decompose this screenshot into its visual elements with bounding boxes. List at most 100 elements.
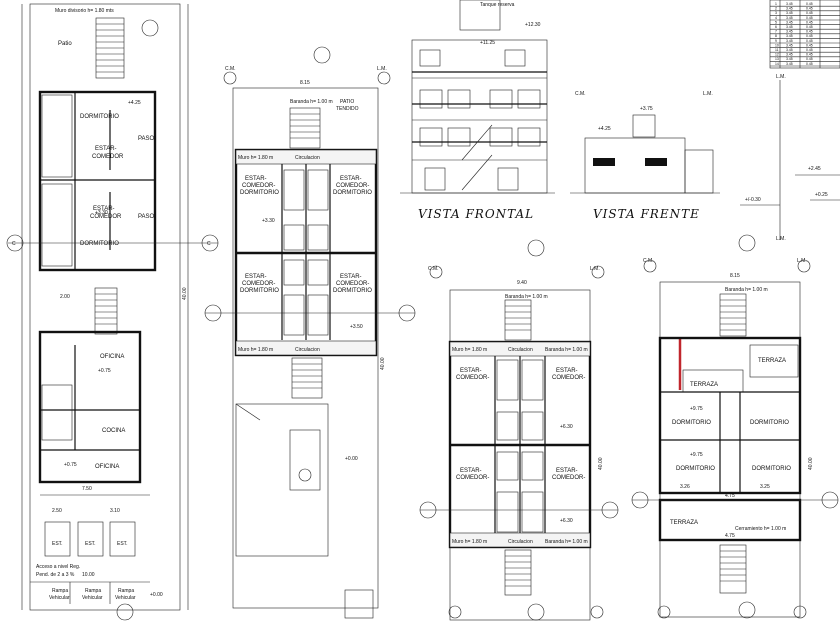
label-rampa-3: Rampa: [118, 588, 134, 594]
plan-planta-alta-3: C.M. L.M. 8.15 Baranda h= 1.00 m TERRAZA…: [631, 234, 839, 619]
label-ecd-5a: ESTAR-: [460, 368, 482, 374]
label-ecd-4c: DORMITORIO: [333, 288, 372, 294]
table-cell-rows-1: 2: [775, 7, 777, 11]
label-ecd-3b: COMEDOR-: [242, 281, 275, 287]
label-oficina-1: OFICINA: [100, 354, 124, 360]
label-baranda-2: Baranda h= 1.00 m: [505, 294, 548, 300]
table-cell-rows-9: 10: [775, 43, 779, 47]
table-cell-col_b-11: 0.45: [806, 53, 813, 57]
label-vehicular-2: Vehicular: [82, 595, 103, 601]
table-cell-col_a-5: 3.45: [786, 25, 793, 29]
label-paso-1: PASO: [138, 136, 155, 142]
dim-750-a: 7.50: [82, 486, 92, 492]
label-baranda-1: Baranda h= 1.00 m: [290, 99, 333, 105]
label-circulacion-4: Circulacion: [508, 539, 533, 545]
label-dormitorio-5: DORMITORIO: [676, 466, 715, 472]
level-p025: +0.25: [815, 192, 828, 198]
label-ecd-1c: DORMITORIO: [240, 190, 279, 196]
label-baranda-5: Baranda h= 1.00 m: [725, 287, 768, 293]
table-cell-col_a-9: 3.45: [786, 43, 793, 47]
table-cell-col_a-1: 3.45: [786, 7, 793, 11]
label-ecd-6b: COMEDOR-: [552, 375, 585, 381]
table-cell-col_b-8: 0.45: [806, 39, 813, 43]
table-cell-col_b-6: 0.45: [806, 30, 813, 34]
label-estar-2: ESTAR-: [93, 206, 115, 212]
table-cell-col_a-12: 3.45: [786, 57, 793, 61]
label-dormitorio-6: DORMITORIO: [752, 466, 791, 472]
stair-top-right: [719, 293, 747, 337]
dim-475-a: 4.75: [725, 493, 735, 499]
label-cocina: COCINA: [102, 428, 125, 434]
label-dormitorio-2: DORMITORIO: [80, 241, 119, 247]
label-rampa-2: Rampa: [85, 588, 101, 594]
table-cell-rows-2: 3: [775, 11, 777, 15]
table-cell-col_b-5: 0.45: [806, 25, 813, 29]
table-cell-col_b-10: 0.45: [806, 48, 813, 52]
label-cerramiento: Cerramiento h= 1.00 m: [735, 526, 786, 532]
axis-lm-3: L.M.: [776, 74, 786, 80]
label-oficina-2: OFICINA: [95, 464, 119, 470]
axis-cm-3: C.M.: [428, 266, 439, 272]
label-ecd-5b: COMEDOR-: [456, 375, 489, 381]
label-patio-tendido: PATIO: [340, 99, 354, 105]
plan-planta-alta-2: C.M. L.M. 9.40 Baranda h= 1.00 m Circula…: [419, 239, 619, 621]
level-p330-a: +3.30: [95, 210, 108, 216]
vista-frente: C.M. L.M. +3.75 +4.25 VISTA FRENTE: [570, 91, 720, 221]
dim-940-a: 9.40: [517, 280, 527, 286]
label-muro-4: Muro h= 1.80 m: [452, 539, 487, 545]
table-cell-col_b-12: 0.45: [806, 57, 813, 61]
label-comedor-1: COMEDOR: [92, 154, 124, 160]
axis-lm-2: L.M.: [703, 91, 713, 97]
label-rampa-1: Rampa: [52, 588, 68, 594]
label-est-1: EST.: [52, 541, 63, 547]
label-ecd-4a: ESTAR-: [340, 274, 362, 280]
table-cell-rows-5: 6: [775, 25, 777, 29]
table-cell-col_a-7: 3.45: [786, 34, 793, 38]
label-circulacion-1: Circulacion: [295, 155, 320, 161]
table-cell-col_b-13: 0.45: [806, 62, 813, 66]
table-cell-rows-3: 4: [775, 16, 777, 20]
dim-4000-a: 40.00: [182, 287, 188, 300]
table-cell-col_a-3: 3.45: [786, 16, 793, 20]
axis-lm-1: L.M.: [377, 66, 387, 72]
table-cell-rows-12: 13: [775, 57, 779, 61]
level-p375: +3.75: [640, 106, 653, 112]
label-muro-3: Muro h= 1.80 m: [452, 347, 487, 353]
level-p975-a: +9.75: [690, 406, 703, 412]
title-vista-frente: VISTA FRENTE: [593, 207, 700, 221]
table-cell-rows-11: 12: [775, 53, 779, 57]
level-p630-b: +6.30: [560, 518, 573, 524]
axis-lm-6: L.M.: [797, 258, 807, 264]
vista-frontal: Tanque reserva +12.30 +11.25 VISTA FRONT…: [400, 0, 555, 221]
table-cell-rows-0: 1: [775, 2, 777, 6]
table-cell-col_a-2: 3.45: [786, 11, 793, 15]
label-ecd-6a: ESTAR-: [556, 368, 578, 374]
table-cell-col_a-6: 3.45: [786, 30, 793, 34]
table-cell-col_b-9: 0.45: [806, 43, 813, 47]
label-ecd-2c: DORMITORIO: [333, 190, 372, 196]
level-p630-a: +6.30: [560, 424, 573, 430]
dim-250-a: 2.50: [52, 508, 62, 514]
axis-cm-4: C.M.: [643, 258, 654, 264]
label-ecd-7a: ESTAR-: [460, 468, 482, 474]
level-p975-b: +9.75: [690, 452, 703, 458]
dim-815-a: 8.15: [300, 80, 310, 86]
label-vehicular-3: Vehicular: [115, 595, 136, 601]
level-p330-b: +3.30: [262, 218, 275, 224]
table-cell-col_a-10: 3.45: [786, 48, 793, 52]
label-est-3: EST.: [117, 541, 128, 547]
level-p000-b: +0.00: [345, 456, 358, 462]
dim-326: 3.26: [680, 484, 690, 490]
dim-4000-c: 40.00: [598, 457, 604, 470]
table-cell-col_a-11: 3.45: [786, 53, 793, 57]
axis-c-1: C: [12, 241, 16, 247]
table-cell-col_a-4: 3.45: [786, 20, 793, 24]
label-ecd-8a: ESTAR-: [556, 468, 578, 474]
label-ecd-3c: DORMITORIO: [240, 288, 279, 294]
dim-1000-a: 10.00: [82, 572, 95, 578]
axis-lm-4: L.M.: [776, 236, 786, 242]
plan-planta-alta-1: C.M. L.M. 8.15 Baranda h= 1.00 m PATIO T…: [204, 46, 416, 619]
label-ecd-2b: COMEDOR-: [336, 183, 369, 189]
stair-lower-1: [291, 357, 323, 399]
label-baranda-4: Baranda h= 1.00 m: [545, 539, 588, 545]
